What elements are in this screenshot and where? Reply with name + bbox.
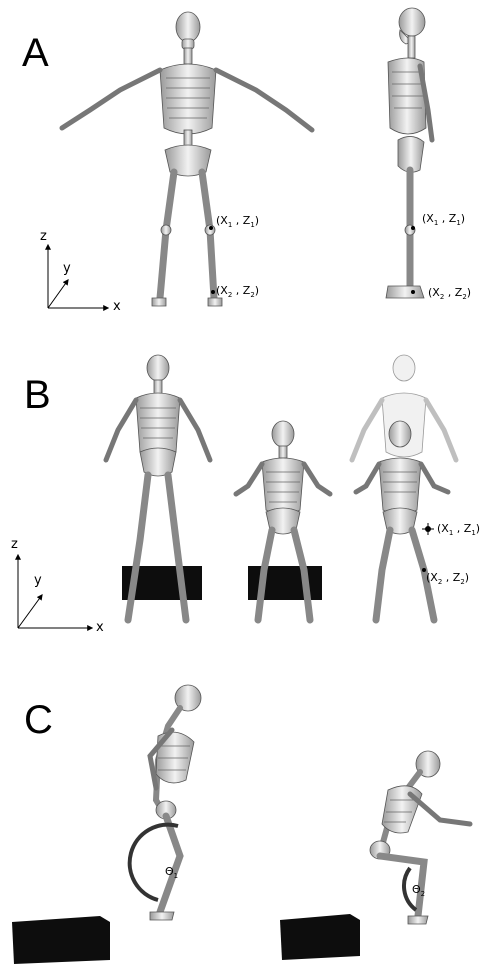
axis-label-y-b: y <box>34 574 42 587</box>
skeleton-leaning <box>150 685 201 920</box>
panel-a: A <box>0 0 493 330</box>
axis-label-z-a: z <box>40 230 47 243</box>
skeleton-side <box>386 8 432 298</box>
axis-label-z-b: z <box>11 538 18 551</box>
marker-label-ankle-side: (X2 , Z2) <box>428 287 471 301</box>
axis-label-x-a: x <box>113 300 121 313</box>
panel-b-figures <box>0 330 493 660</box>
marker-label-ankle-front: (X2 , Z2) <box>216 285 259 299</box>
panel-b: B <box>0 330 493 660</box>
axis-label-y-a: y <box>63 262 71 275</box>
marker-label-knee-side: (X1 , Z1) <box>422 213 465 227</box>
box-c1 <box>12 916 110 964</box>
box-c2 <box>280 914 360 960</box>
axis-label-x-b: x <box>96 621 104 634</box>
panel-c-figures <box>0 660 493 965</box>
panel-a-figures <box>0 0 493 330</box>
panel-c: C <box>0 660 493 965</box>
axes-b <box>18 555 92 628</box>
skeleton-front-tpose <box>62 12 312 306</box>
axes-a <box>48 245 108 308</box>
angle-label-theta1: Θ1 <box>165 866 178 880</box>
marker-label-ankle-b: (X2 , Z2) <box>426 572 469 586</box>
marker-label-knee-b: (X1 , Z1) <box>437 523 480 537</box>
angle-label-theta2: Θ2 <box>412 884 425 898</box>
marker-label-knee-front: (X1 , Z1) <box>216 215 259 229</box>
